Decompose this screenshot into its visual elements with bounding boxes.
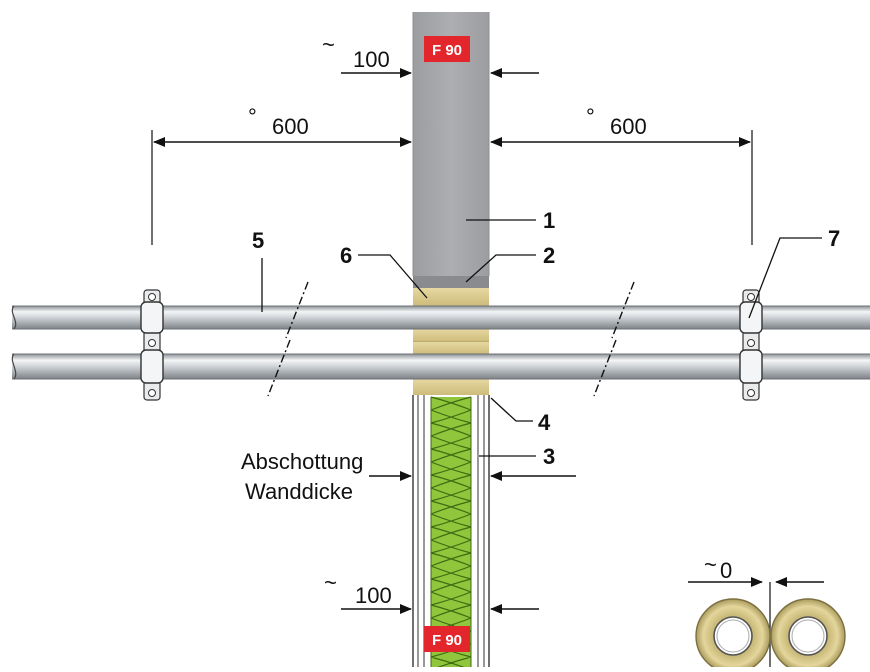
seal-block-lower (413, 379, 489, 395)
fire-rating-badge-top: F 90 (424, 36, 470, 62)
seal-note-line1: Abschottung (241, 449, 363, 474)
callout-4: 4 (538, 410, 551, 435)
pipe-cross-section-icon: ~ 0 (688, 552, 846, 672)
callout-6: 6 (340, 243, 352, 268)
break-line-icon (267, 281, 635, 397)
seal-top-layer (413, 276, 489, 288)
callout-5: 5 (252, 228, 264, 253)
callouts (261, 219, 822, 457)
pipe-clamp-icon-left (140, 289, 164, 401)
callout-2: 2 (543, 243, 555, 268)
bottom-wall-symbol: ~ (324, 570, 337, 595)
top-wall-value: 100 (353, 47, 390, 72)
seal-thickness-note: Abschottung Wanddicke (241, 449, 576, 504)
seal-block-upper (413, 288, 489, 306)
right-span-symbol: ° (586, 104, 595, 129)
seal-block-middle-2 (413, 342, 489, 354)
fire-rating-bottom-text: F 90 (432, 632, 462, 649)
left-span-symbol: ° (248, 104, 257, 129)
fire-rating-badge-bottom: F 90 (424, 626, 470, 652)
dimension-spans: ° 600 ° 600 (151, 104, 753, 245)
pipe-gap-value: 0 (720, 558, 732, 583)
fire-rating-top-text: F 90 (432, 42, 462, 59)
pipe-gap-symbol: ~ (704, 552, 717, 577)
top-wall-symbol: ~ (322, 32, 335, 57)
bottom-wall-value: 100 (355, 583, 392, 608)
callout-3: 3 (543, 444, 555, 469)
dimension-top-wall: ~ 100 (322, 32, 539, 78)
seal-note-line2: Wanddicke (245, 479, 353, 504)
seal-block-middle (413, 329, 489, 342)
right-span-value: 600 (610, 114, 647, 139)
callout-7: 7 (828, 226, 840, 251)
dimension-bottom-wall: ~ 100 (324, 570, 539, 614)
pipe-clamp-icon-right (739, 289, 763, 401)
left-span-value: 600 (272, 114, 309, 139)
callout-1: 1 (543, 208, 555, 233)
